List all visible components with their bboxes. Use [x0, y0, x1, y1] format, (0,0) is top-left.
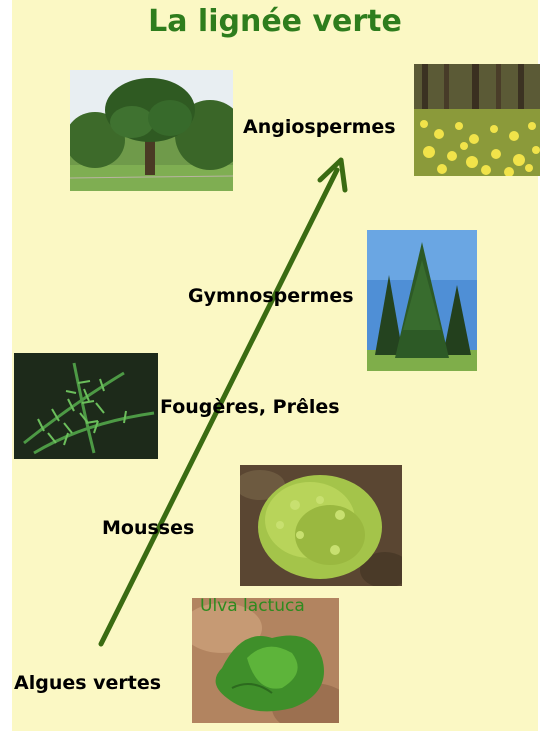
daffodil-forest-photo — [414, 64, 540, 176]
label-algues-vertes: Algues vertes — [14, 672, 161, 694]
moss-photo — [240, 465, 402, 586]
caption-ulva-lactuca: Ulva lactuca — [200, 596, 305, 616]
label-angiospermes: Angiospermes — [243, 116, 396, 138]
label-gymnospermes: Gymnospermes — [188, 285, 354, 307]
fern-photo — [14, 353, 158, 459]
page-title: La lignée verte — [12, 4, 538, 39]
label-mousses: Mousses — [102, 517, 194, 539]
conifer-photo — [367, 230, 477, 371]
label-fougeres-preles: Fougères, Prêles — [160, 396, 340, 418]
ulva-lactuca-photo — [192, 598, 339, 723]
oak-tree-photo — [70, 70, 233, 191]
